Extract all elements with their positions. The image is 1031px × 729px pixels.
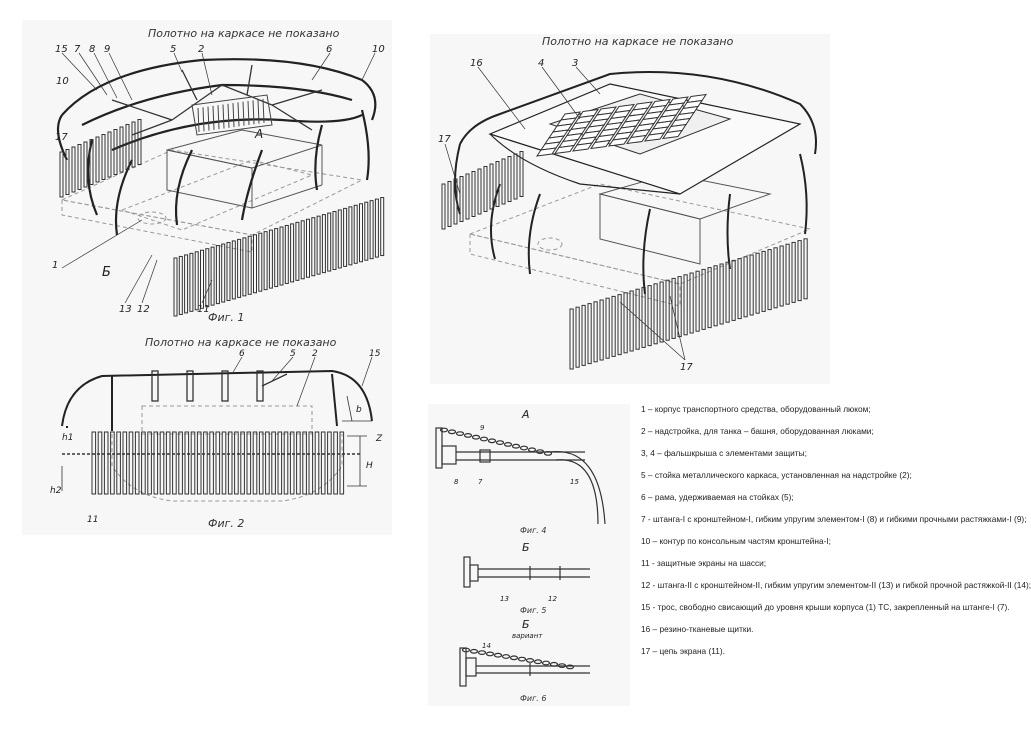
fig1-label-8: 8 — [89, 44, 95, 55]
fig4-label-8: 8 — [454, 478, 459, 486]
fig6-header: Б — [522, 618, 530, 631]
fig1-label-11: 11 — [197, 304, 210, 315]
fig1-label-7: 7 — [74, 44, 81, 55]
figure-4-caption: Фиг. 4 — [520, 526, 547, 535]
figure-6-drawing: Б вариант 14 — [459, 618, 590, 687]
fig2-label-11: 11 — [87, 515, 98, 525]
legend-item: 17 – цепь экрана (11). — [641, 646, 725, 656]
fig6-subheader: вариант — [512, 632, 543, 640]
figure-5-drawing: Б 13 12 — [463, 541, 590, 603]
legend-item: 1 – корпус транспортного средства, обору… — [641, 404, 871, 414]
fig1-label-17: 17 — [55, 132, 68, 143]
fig1-label-10-right: 10 — [372, 44, 385, 55]
fig2-label-Z: Z — [375, 434, 383, 444]
legend-item: 10 – контур по консольным частям кронште… — [641, 536, 831, 546]
fig4-label-15: 15 — [570, 478, 579, 486]
fig2-label-2: 2 — [312, 349, 318, 359]
fig1-label-12: 12 — [137, 304, 150, 315]
fig1-label-6: 6 — [326, 44, 332, 55]
legend-item: 6 – рама, удерживаемая на стойках (5); — [641, 492, 794, 502]
fig1-label-9: 9 — [104, 44, 110, 55]
legend-item: 16 – резино-тканевые щитки. — [641, 624, 754, 634]
fig2-label-h1: h1 — [62, 433, 73, 443]
fig3-label-3: 3 — [572, 58, 578, 69]
fig2-label-5: 5 — [290, 349, 296, 359]
fig2-label-b: b — [356, 405, 362, 415]
fig2-label-H: H — [366, 461, 373, 471]
legend-item: 15 - трос, свободно свисающий до уровня … — [641, 602, 1010, 612]
fig2-label-h2: h2 — [50, 486, 62, 496]
fig5-label-12: 12 — [548, 595, 557, 603]
legend-item: 3, 4 – фальшкрыша с элементами защиты; — [641, 448, 807, 458]
legend-item: 11 - защитные экраны на шасси; — [641, 558, 767, 568]
fig3-label-16: 16 — [470, 58, 483, 69]
fig1-label-B: Б — [102, 265, 111, 280]
fig3-label-4: 4 — [538, 58, 544, 69]
fig1-label-2: 2 — [198, 44, 204, 55]
fig3-label-17-left: 17 — [438, 134, 451, 145]
figure-2-drawing: 6 5 2 15 11 h1 h2 H Z b — [50, 349, 383, 525]
legend-item: 7 - штанга-I с кронштейном-I, гибким упр… — [641, 514, 1027, 524]
fig5-header: Б — [522, 541, 530, 554]
fig2-label-6: 6 — [239, 349, 245, 359]
legend-item: 2 – надстройка, для танка – башня, обору… — [641, 426, 874, 436]
fig1-label-13: 13 — [119, 304, 132, 315]
fig4-label-9: 9 — [480, 424, 485, 432]
fig4-label-7: 7 — [478, 478, 483, 486]
figure-6-caption: Фиг. 6 — [520, 694, 547, 703]
fig1-label-1: 1 — [52, 260, 58, 271]
figure-2-caption: Фиг. 2 — [208, 517, 245, 530]
fig1-label-15: 15 — [55, 44, 68, 55]
fig2-label-15: 15 — [369, 349, 381, 359]
fig6-label-14: 14 — [482, 642, 491, 650]
figure-1-note: Полотно на каркасе не показано — [148, 27, 340, 40]
figure-4-drawing: А 9 8 7 15 — [435, 408, 606, 525]
figures-4-6-panel — [428, 404, 630, 706]
figure-3-drawing: 16 4 3 17 17 — [438, 58, 817, 373]
fig3-label-17-bottom: 17 — [680, 362, 693, 373]
fig1-label-10-left: 10 — [56, 76, 69, 87]
legend-item: 12 - штанга-II с кронштейном-II, гибким … — [641, 580, 1031, 590]
figure-5-caption: Фиг. 5 — [520, 606, 547, 615]
fig1-label-5: 5 — [170, 44, 176, 55]
figure-1-caption: Фиг. 1 — [208, 311, 245, 324]
figure-2-note: Полотно на каркасе не показано — [145, 336, 337, 349]
legend-item: 5 – стойка металлического каркаса, устан… — [641, 470, 912, 480]
fig5-label-13: 13 — [500, 595, 509, 603]
fig1-label-A: А — [254, 127, 263, 141]
fig4-header: А — [521, 408, 530, 421]
figure-3-note: Полотно на каркасе не показано — [542, 35, 734, 48]
figure-1-drawing: 15 7 8 9 10 5 2 6 10 17 А 1 Б 13 12 11 — [52, 44, 385, 317]
